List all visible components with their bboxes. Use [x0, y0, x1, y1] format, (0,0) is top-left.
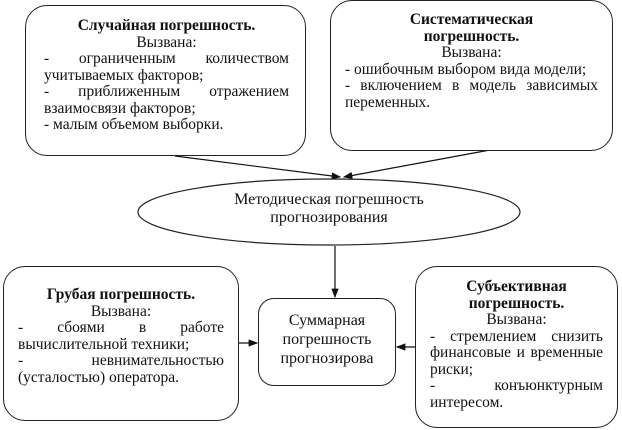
arrow-systematic-to-methodical [342, 149, 491, 180]
methodical-error-label: Методическая погрешность прогнозирования [137, 191, 521, 227]
systematic-error-item: - ошибочным выбором вида модели; [345, 60, 587, 78]
subjective-error-item: - конъюнктурным интересом. [430, 377, 603, 411]
random-error-item: - малым объемом выборки. [44, 116, 224, 133]
systematic-error-box: Систематическая погрешность. Вызвана: - … [330, 0, 613, 151]
systematic-error-title: Систематическая погрешность. [409, 11, 534, 45]
random-error-box: Случайная погрешность. Вызвана: - ограни… [25, 5, 306, 156]
total-error-line: прогнозирова [280, 350, 374, 367]
gross-error-box: Грубая погрешность. Вызвана: - сбоями в … [3, 266, 239, 421]
subjective-error-title: Субъективная погрешность. [466, 278, 567, 312]
methodical-error-line: прогнозирования [270, 209, 388, 226]
total-error-line: Суммарная [288, 312, 366, 329]
systematic-error-item: - включением в модель зависимых переменн… [345, 77, 598, 111]
gross-error-caused-by: Вызвана: [90, 302, 152, 320]
total-error-box: Суммарная погрешность прогнозирова [258, 298, 396, 386]
gross-error-item: - невнимательностью (усталостью) операто… [18, 352, 224, 386]
random-error-caused-by: Вызвана: [136, 33, 197, 51]
arrow-random-to-methodical [174, 155, 342, 180]
subjective-error-box: Субъективная погрешность. Вызвана: - стр… [415, 266, 618, 428]
subjective-error-item: - стремлением снизить финансовые и време… [430, 327, 603, 378]
gross-error-item: - сбоями в работе вычислительной техники… [18, 319, 224, 353]
gross-error-title: Грубая погрешность. [46, 286, 196, 303]
random-error-title: Случайная погрешность. [77, 17, 256, 34]
methodical-error-line: Методическая погрешность [234, 191, 424, 208]
total-error-line: погрешность [282, 331, 372, 348]
subjective-error-caused-by: Вызвана: [486, 311, 547, 328]
systematic-error-caused-by: Вызвана: [441, 44, 502, 61]
methodical-error-ellipse [137, 178, 521, 246]
random-error-item: - приближенным отражением взаимосвязи фа… [44, 83, 289, 117]
random-error-item: - ограниченным количеством учитываемых ф… [44, 50, 289, 84]
